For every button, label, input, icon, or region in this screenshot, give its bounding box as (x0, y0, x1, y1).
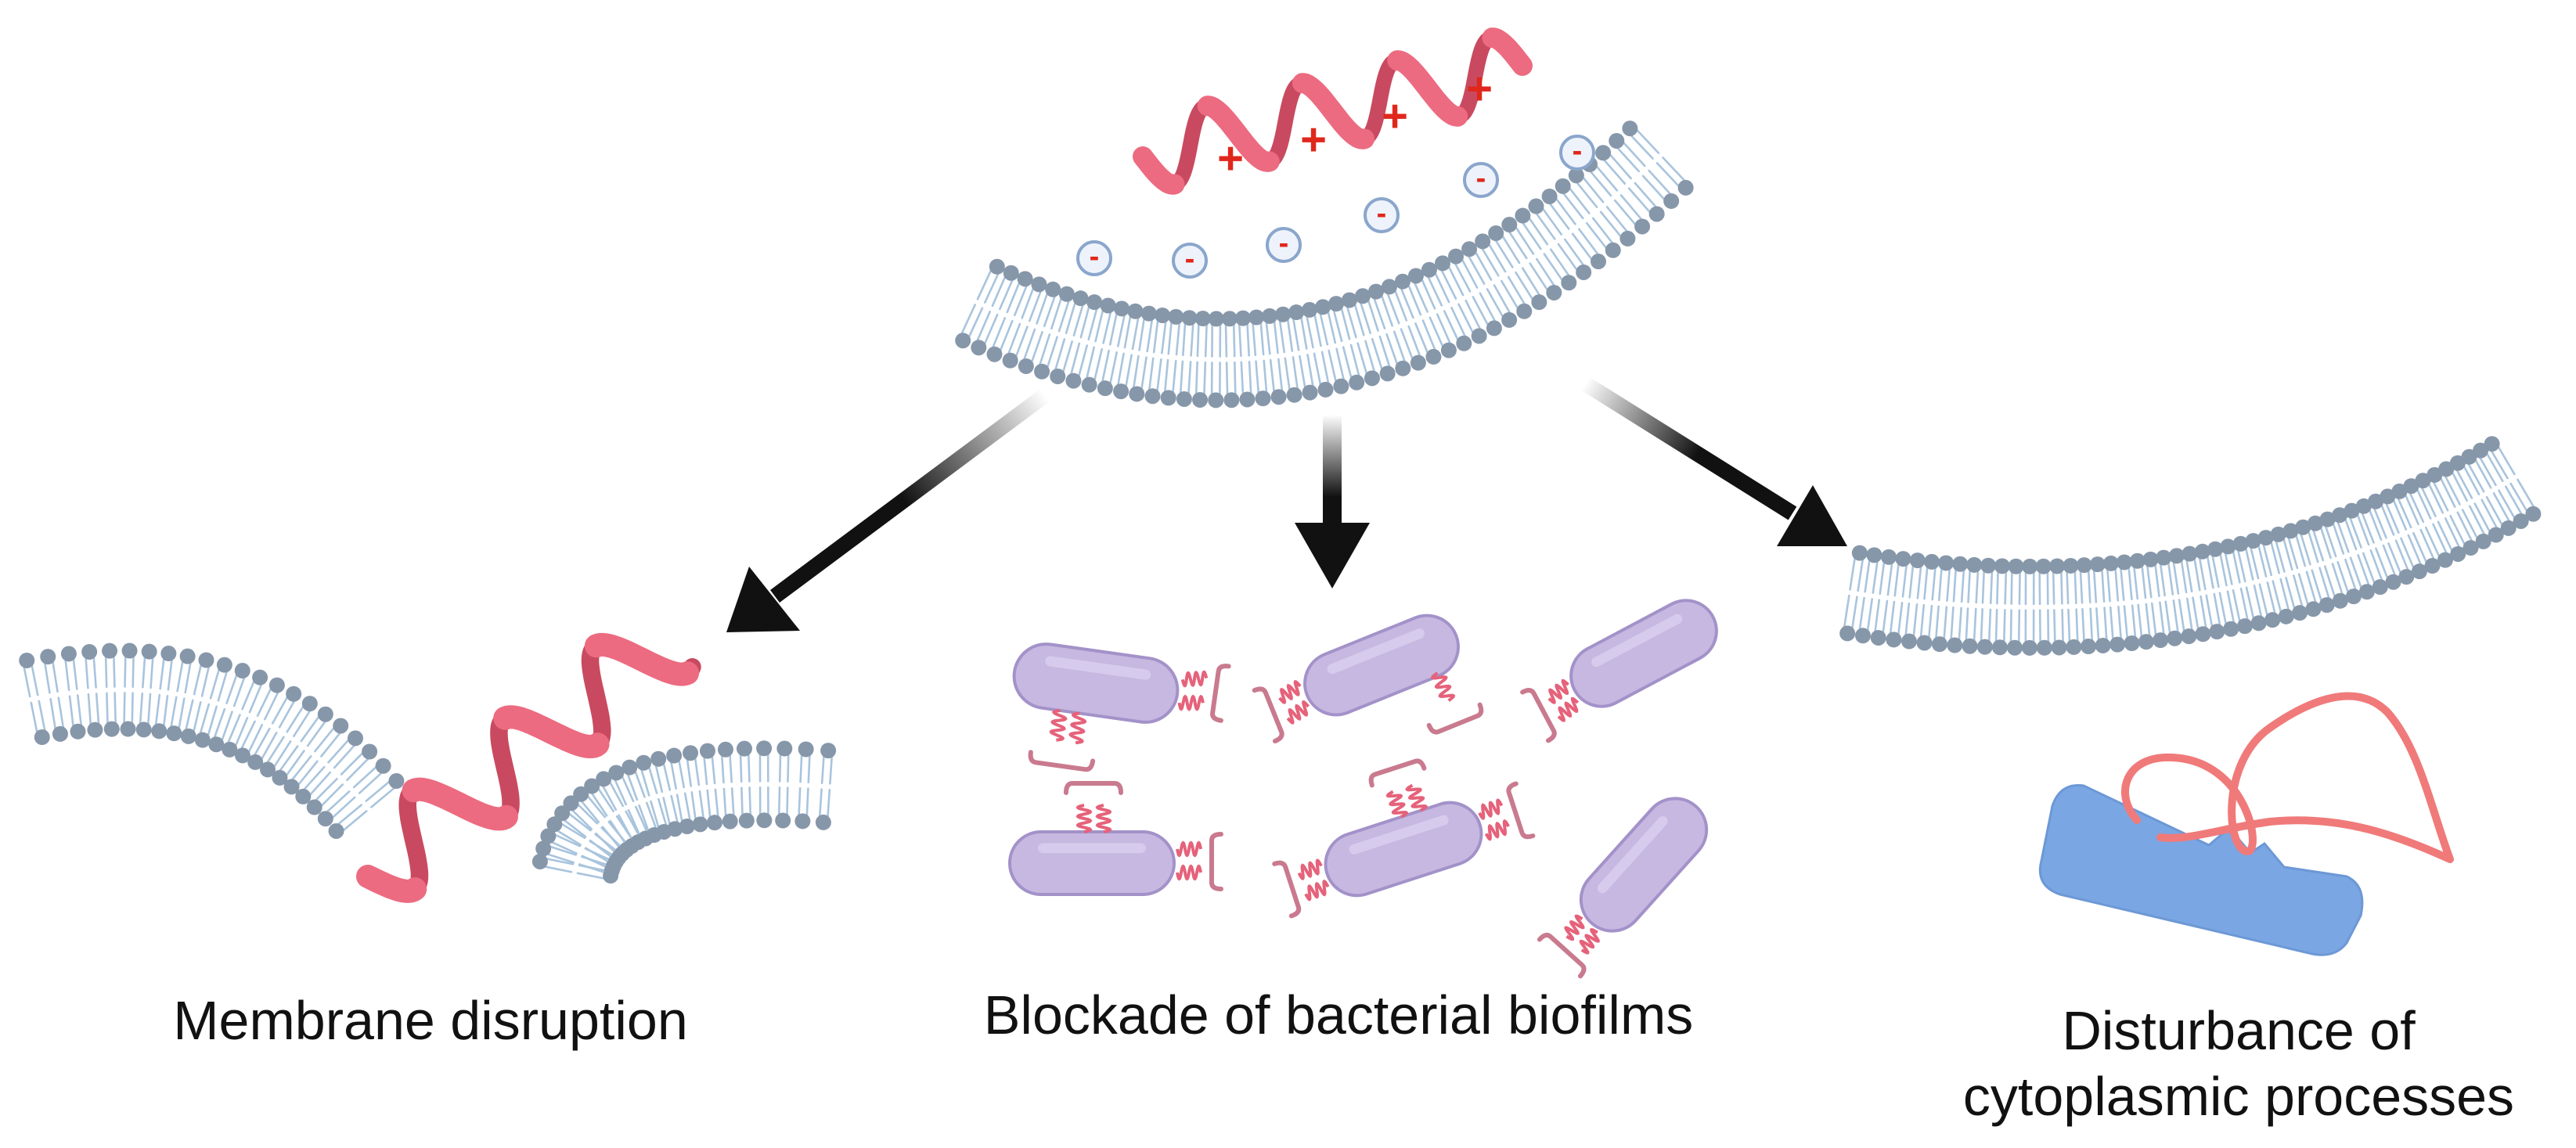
negative-charge-sign: - (1279, 227, 1289, 260)
negative-charge-sign: - (1377, 197, 1387, 230)
positive-charges: + + + + (1217, 63, 1493, 184)
negative-charges: - - - - - - (1076, 135, 1595, 279)
arrow-icon-center (1295, 415, 1370, 588)
caption-cytoplasmic-disturbance: Disturbance of cytoplasmic processes (1902, 998, 2575, 1129)
protein-icon (2039, 784, 2364, 956)
caption-membrane-disruption: Membrane disruption (173, 990, 688, 1051)
positive-charge-sign: + (1217, 133, 1244, 184)
caption-biofilm-blockade: Blockade of bacterial biofilms (983, 984, 1694, 1045)
negative-charge: - (1559, 135, 1595, 171)
positive-charge-sign: + (1382, 91, 1408, 142)
lipid-bilayer-top (955, 121, 1694, 408)
bacterium-icon (1252, 614, 1484, 744)
bacterium-icon (1520, 599, 1718, 743)
positive-charge-sign: + (1300, 114, 1327, 165)
helical-peptide-pore (356, 632, 701, 903)
negative-charge: - (1266, 227, 1302, 263)
caption-cytoplasmic-line-1: Disturbance of (2062, 1000, 2416, 1061)
lipid-bilayer-fragment-left (19, 642, 405, 839)
bacterial-biofilm (1008, 599, 1718, 979)
arrow-icon-left (726, 388, 1050, 632)
lipid-bilayer-right (1839, 436, 2542, 656)
nucleic-acid-strand-icon (2121, 692, 2454, 863)
caption-cytoplasmic-line-2: cytoplasmic processes (1962, 1066, 2515, 1127)
helical-peptide-top (1133, 27, 1533, 195)
negative-charge: - (1463, 162, 1499, 198)
negative-charge-sign: - (1185, 243, 1195, 275)
negative-charge-sign: - (1476, 162, 1486, 195)
bacterium-icon (1008, 781, 1223, 896)
negative-charge-sign: - (1573, 135, 1583, 167)
lipid-bilayer-fragment-curved (531, 740, 837, 884)
negative-charge: - (1364, 197, 1400, 233)
bacterium-icon (1272, 758, 1536, 919)
negative-charge: - (1076, 240, 1112, 276)
bacterium-icon (1012, 642, 1231, 772)
negative-charge-sign: - (1090, 240, 1100, 273)
bacterium-icon (1537, 797, 1709, 979)
arrow-icon-right (1580, 376, 1847, 546)
negative-charge: - (1172, 243, 1208, 279)
positive-charge-sign: + (1466, 63, 1493, 114)
